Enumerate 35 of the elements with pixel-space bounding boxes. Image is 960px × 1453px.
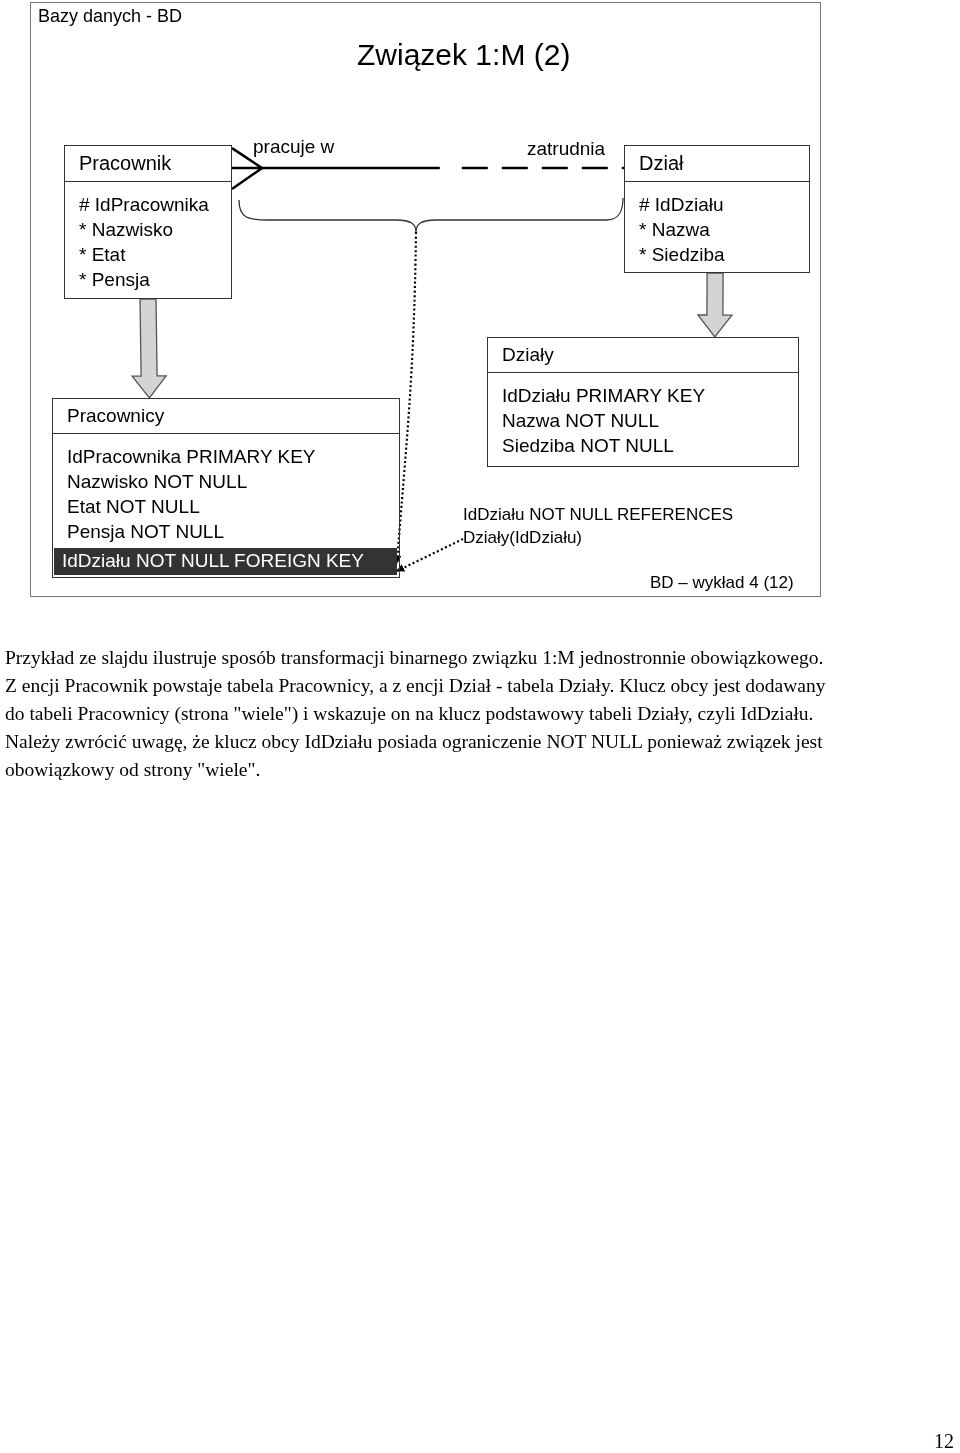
block-arrow xyxy=(696,272,734,339)
relationship-label: zatrudnia xyxy=(527,138,606,160)
entity-name: Pracownik xyxy=(65,146,231,182)
header-text: Bazy danych - BD xyxy=(38,6,183,27)
table-box xyxy=(487,337,799,467)
attribute-text: * Nazwisko xyxy=(78,218,174,242)
attribute-text: * Pensja xyxy=(78,268,151,292)
column-definition: Nazwisko NOT NULL xyxy=(66,470,249,494)
highlighted-row: IdDziału NOT NULL FOREIGN KEY xyxy=(54,548,397,575)
column-definition: IdDziału PRIMARY KEY xyxy=(501,384,707,408)
column-definition: Pensja NOT NULL xyxy=(66,520,225,544)
dotted-arrow xyxy=(396,538,464,572)
attribute-text: * Nazwa xyxy=(638,218,711,242)
column-definition: Siedziba NOT NULL xyxy=(501,434,675,458)
attribute-text: * Siedziba xyxy=(638,243,726,267)
table-name: Działy xyxy=(488,338,798,373)
entity-box xyxy=(624,145,810,273)
footer-text: BD – wykład 4 (12) xyxy=(650,573,794,593)
slide-title: Związek 1:M (2) xyxy=(357,38,571,72)
column-definition: Etat NOT NULL xyxy=(66,495,201,519)
column-definition: IdPracownika PRIMARY KEY xyxy=(66,445,317,469)
relationship-line xyxy=(231,147,624,191)
entity-box xyxy=(64,145,232,299)
caption-paragraph: Przykład ze slajdu ilustruje sposób transformacji binarnego związku 1:M jednostronnie obowiązkowego. Z encji Pracownik powstaje tabela Pracownicy, a z encji Dział - tabela Działy. Klucz obcy jest dodawany do tabeli Pracownicy (strona "wiele") i wskazuje on na klucz podstawowy tabeli Działy, czyli IdDziału. Należy zwrócić uwagę, że klucz obcy IdDziału posiada ograniczenie NOT NULL ponieważ związek jest obowiązkowy od strony "wiele". xyxy=(5,646,827,782)
attribute-text: * Etat xyxy=(78,243,127,267)
table-box xyxy=(52,398,400,578)
page-number: 12 xyxy=(934,1430,954,1453)
column-definition: Nazwa NOT NULL xyxy=(501,409,660,433)
annotation-text: IdDziału NOT NULL REFERENCES Działy(IdDziału) xyxy=(463,503,785,553)
attribute-text: # IdPracownika xyxy=(78,193,210,217)
attribute-text: # IdDziału xyxy=(638,193,725,217)
relationship-label: pracuje w xyxy=(253,136,335,158)
block-arrow xyxy=(130,298,168,400)
table-name: Pracownicy xyxy=(53,399,399,434)
entity-name: Dział xyxy=(625,146,809,182)
